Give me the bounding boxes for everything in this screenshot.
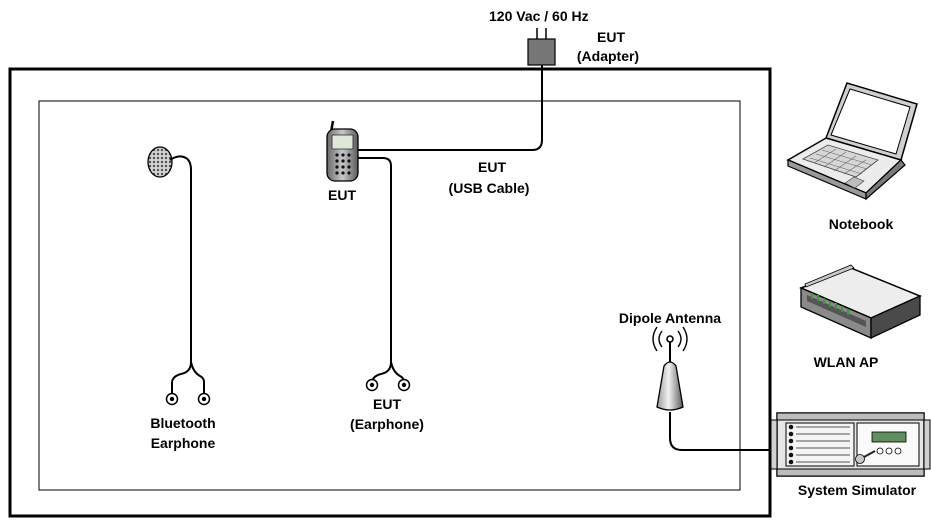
antenna-cable [669, 412, 783, 451]
dipole-antenna-icon [652, 326, 688, 411]
mobile-phone-icon [326, 120, 359, 182]
system-simulator-label: System Simulator [798, 482, 917, 498]
power-adapter-icon [527, 28, 556, 66]
earphone-label: (Earphone) [350, 416, 424, 432]
earphone-plugs-icon [365, 378, 411, 392]
laptop-icon [786, 82, 918, 201]
rack-simulator-icon [770, 412, 931, 477]
wireless-router-icon [799, 264, 922, 340]
dipole-antenna-label: Dipole Antenna [619, 310, 721, 326]
adapter-label: (Adapter) [577, 48, 639, 64]
earphone-label-eut: EUT [373, 396, 401, 412]
usb-cable [358, 65, 543, 151]
adapter-label-eut: EUT [597, 29, 625, 45]
bluetooth-label-earphone: Earphone [151, 435, 216, 451]
usb-cable-label: (USB Cable) [449, 180, 530, 196]
wlan-ap-label: WLAN AP [814, 354, 879, 370]
eut-phone-label: EUT [328, 187, 356, 203]
bluetooth-earphone-icon [147, 146, 211, 406]
notebook-label: Notebook [829, 216, 894, 232]
bluetooth-label: Bluetooth [150, 415, 215, 431]
power-label: 120 Vac / 60 Hz [489, 8, 589, 24]
usb-label-eut: EUT [478, 159, 506, 175]
